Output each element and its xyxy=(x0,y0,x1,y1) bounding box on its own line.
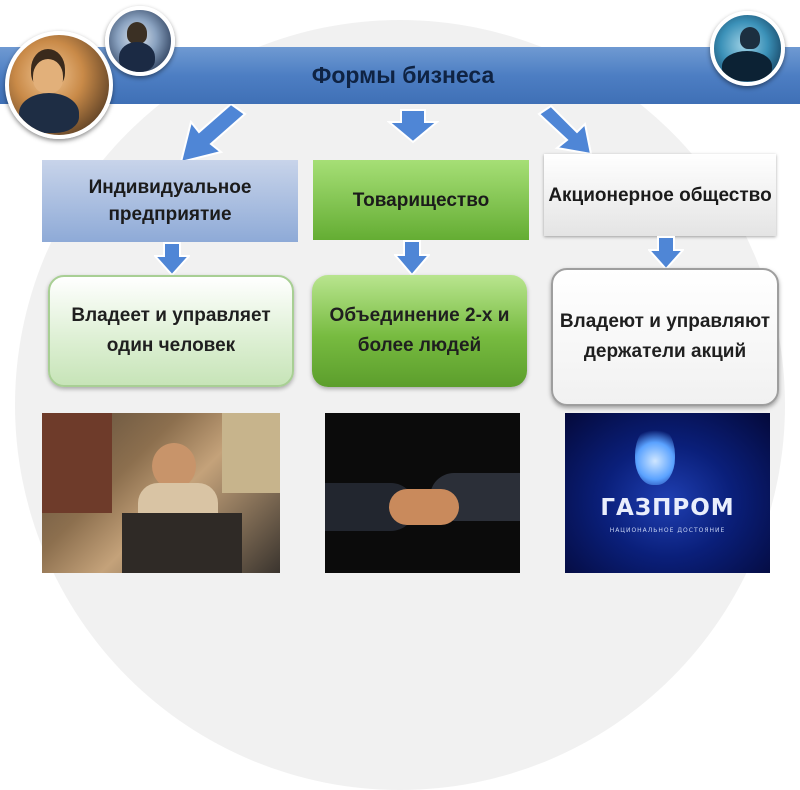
heading-individual-enterprise: Индивидуальное предприятие xyxy=(42,160,298,242)
heading-label: Индивидуальное предприятие xyxy=(88,177,252,225)
tailor-workshop-photo xyxy=(42,413,280,573)
arrow-down-icon xyxy=(648,236,684,270)
heading-label: Акционерное общество xyxy=(548,184,772,206)
page-title: Формы бизнеса xyxy=(311,62,495,88)
description-text: Объединение 2-х и более людей xyxy=(329,305,510,356)
computer-user-photo xyxy=(710,11,785,86)
heading-partnership: Товарищество xyxy=(313,160,529,240)
gazprom-tagline: НАЦИОНАЛЬНОЕ ДОСТОЯНИЕ xyxy=(609,527,726,534)
business-people-photo xyxy=(5,31,113,139)
description-text: Владеет и управляет один человек xyxy=(71,305,271,356)
heading-joint-stock-company: Акционерное общество xyxy=(544,154,776,236)
description-text: Владеют и управляют держатели акций xyxy=(559,311,771,362)
arrow-down-icon xyxy=(387,109,439,144)
gazprom-logo-photo: ГАЗПРОМ НАЦИОНАЛЬНОЕ ДОСТОЯНИЕ xyxy=(565,413,770,573)
arrow-down-icon xyxy=(154,242,190,276)
office-worker-photo xyxy=(105,6,175,76)
arrow-down-right-icon xyxy=(537,104,593,156)
arrow-down-left-icon xyxy=(179,104,247,164)
gazprom-logo-text: ГАЗПРОМ xyxy=(600,495,735,521)
description-individual-enterprise: Владеет и управляет один человек xyxy=(48,275,294,387)
description-joint-stock-company: Владеют и управляют держатели акций xyxy=(551,268,779,406)
heading-label: Товарищество xyxy=(352,189,490,211)
description-partnership: Объединение 2-х и более людей xyxy=(312,275,527,387)
arrow-down-icon xyxy=(394,240,430,276)
handshake-photo xyxy=(325,413,520,573)
